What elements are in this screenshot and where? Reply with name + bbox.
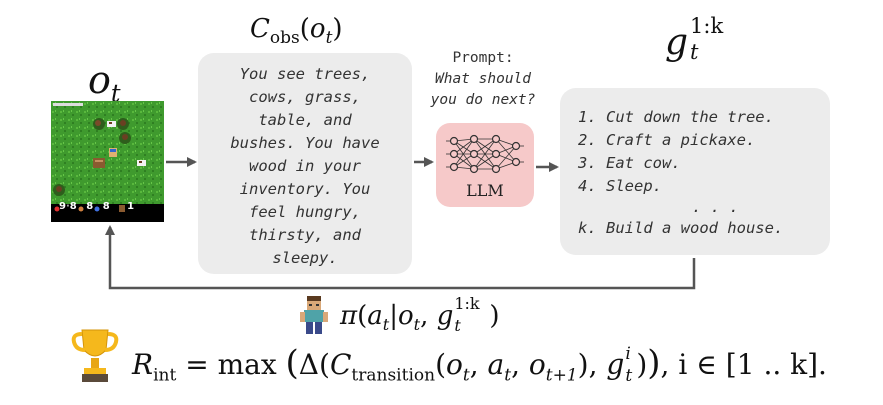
observation-label: ot xyxy=(88,58,121,108)
tree-icon xyxy=(119,132,131,144)
prompt-label: Prompt: What should you do next? xyxy=(413,48,553,111)
llm-label: LLM xyxy=(466,181,504,200)
cow-icon xyxy=(107,121,116,127)
prompt-question-line2: you do next? xyxy=(430,92,536,108)
arrow-goals-to-obs xyxy=(105,225,696,290)
goal-item: k. Build a wood house. xyxy=(578,219,784,237)
tree-icon xyxy=(117,118,129,130)
tree-icon xyxy=(53,184,65,196)
cow-icon xyxy=(137,160,146,166)
goal-ellipsis: . . . xyxy=(692,198,739,216)
goal-item: 2. Craft a pickaxe. xyxy=(578,131,756,149)
table-icon xyxy=(93,158,105,168)
caption-box: You see trees, cows, grass, table, and b… xyxy=(198,53,412,274)
prompt-title: Prompt: xyxy=(452,50,514,66)
game-scene xyxy=(51,101,164,222)
reward-equation: Rint = max (Δ(Ctransition(ot, at, ot+1),… xyxy=(132,343,827,386)
hud-wood: 1 xyxy=(127,201,135,212)
player-icon xyxy=(109,148,117,157)
agent-icon xyxy=(300,296,328,334)
caption-function-header: Cobs(ot) xyxy=(250,14,343,49)
goal-item: 1. Cut down the tree. xyxy=(578,108,774,126)
game-observation-image: 9·8 8 8 1 xyxy=(51,101,164,222)
goals-box: 1. Cut down the tree. 2. Craft a pickaxe… xyxy=(560,88,830,255)
hud-food: 8 xyxy=(69,201,77,212)
goal-item: 4. Sleep. xyxy=(578,177,662,195)
caption-text: You see trees, cows, grass, table, and b… xyxy=(230,65,380,267)
prompt-question-line1: What should xyxy=(434,71,532,87)
hud-health: 9 xyxy=(59,201,66,212)
hud-energy: 8 xyxy=(102,201,110,212)
hud-drink: 8 xyxy=(86,201,94,212)
tree-icon xyxy=(93,118,105,130)
neural-network-icon xyxy=(446,134,524,174)
trophy-icon xyxy=(71,329,119,382)
llm-box: LLM xyxy=(436,123,534,207)
goal-item: 3. Eat cow. xyxy=(578,154,681,172)
game-hud: 9·8 8 8 1 xyxy=(59,201,135,212)
